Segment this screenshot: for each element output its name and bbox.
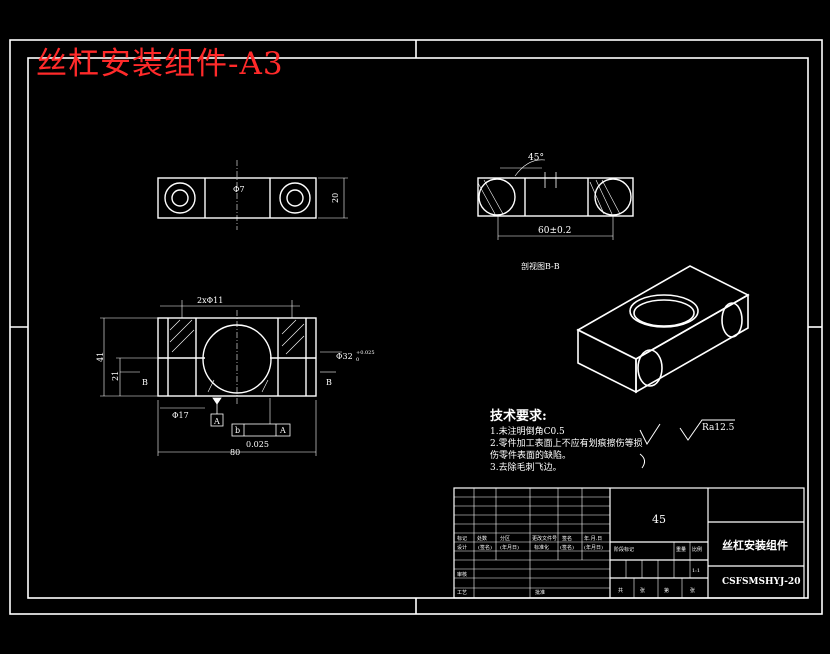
- front-small-dia: Φ17: [172, 411, 189, 420]
- side-width-dim: 60±0.2: [538, 226, 571, 236]
- front-bore-dia: Φ32: [336, 352, 353, 361]
- front-holes-label: 2xΦ11: [197, 296, 223, 305]
- svg-text:比例: 比例: [692, 546, 702, 553]
- tb-scale: 1:1: [692, 568, 700, 574]
- tech-requirement-4: 3.去除毛刺飞边。: [490, 463, 562, 473]
- side-angle-label: 45°: [528, 153, 544, 163]
- title-block: [453, 487, 805, 599]
- outer-frame: [9, 39, 823, 615]
- front-datum-a: A: [213, 417, 220, 426]
- top-dia-label: Φ7: [233, 185, 245, 194]
- svg-text:更改文件号: 更改文件号: [532, 535, 557, 542]
- tb-part-name: 丝杠安装组件: [722, 538, 788, 552]
- svg-text:重量: 重量: [676, 546, 686, 553]
- front-bore-tol-upper: +0.025: [356, 350, 375, 356]
- watermark-title: 丝杠安装组件-A3: [36, 46, 284, 82]
- svg-text:(年月日): (年月日): [584, 544, 603, 551]
- svg-text:处数: 处数: [477, 535, 487, 542]
- front-flatness-symbol: b: [235, 426, 240, 435]
- inner-frame: [27, 57, 809, 599]
- svg-text:分区: 分区: [500, 535, 510, 542]
- svg-text:审核: 审核: [457, 571, 467, 578]
- front-height-lower: 21: [111, 371, 120, 381]
- roughness-symbols: [639, 419, 735, 469]
- side-view: [477, 159, 634, 240]
- svg-text:批准: 批准: [535, 589, 545, 596]
- svg-text:(签名): (签名): [560, 544, 574, 551]
- isometric-view: [576, 265, 750, 394]
- front-bore-tol-lower: 0: [356, 357, 359, 363]
- tech-requirement-1: 1.未注明倒角C0.5: [490, 427, 565, 437]
- roughness-label: Ra12.5: [702, 423, 735, 433]
- tb-material: 45: [652, 513, 666, 526]
- svg-text:张: 张: [640, 587, 645, 594]
- front-view: [100, 300, 342, 456]
- svg-text:张: 张: [690, 587, 695, 594]
- svg-text:(签名): (签名): [478, 544, 492, 551]
- svg-text:第: 第: [664, 587, 669, 594]
- front-height-total: 41: [96, 352, 105, 362]
- svg-text:共: 共: [618, 587, 623, 594]
- svg-text:年.月.日: 年.月.日: [584, 535, 602, 542]
- svg-text:签名: 签名: [562, 535, 572, 542]
- front-width-dim: 80: [230, 448, 240, 457]
- front-flatness-value: 0.025: [246, 440, 269, 449]
- top-height-dim: 20: [331, 193, 340, 203]
- tech-requirement-3: 伤零件表面的缺陷。: [490, 451, 572, 461]
- tech-requirements-title: 技术要求:: [490, 409, 547, 424]
- tech-requirement-2: 2.零件加工表面上不应有划痕擦伤等损: [490, 439, 643, 449]
- svg-text:工艺: 工艺: [457, 590, 467, 596]
- tb-drawing-number: CSFSMSHYJ-20: [722, 577, 800, 587]
- front-section-mark-left: B: [142, 378, 148, 387]
- front-flatness-datum: A: [279, 426, 286, 435]
- tb-rev-headers: 标记 处数 分区 更改文件号 签名 年.月.日 设计 (签名) (年月日) 标准…: [457, 535, 702, 596]
- svg-text:标准化: 标准化: [534, 544, 549, 551]
- top-view: [157, 160, 348, 230]
- svg-text:设计: 设计: [457, 544, 467, 551]
- svg-text:标记: 标记: [457, 535, 467, 542]
- front-section-mark-right: B: [326, 378, 332, 387]
- svg-text:阶段标记: 阶段标记: [614, 546, 634, 553]
- svg-text:(年月日): (年月日): [500, 544, 519, 551]
- section-label: 剖视图B-B: [521, 261, 560, 271]
